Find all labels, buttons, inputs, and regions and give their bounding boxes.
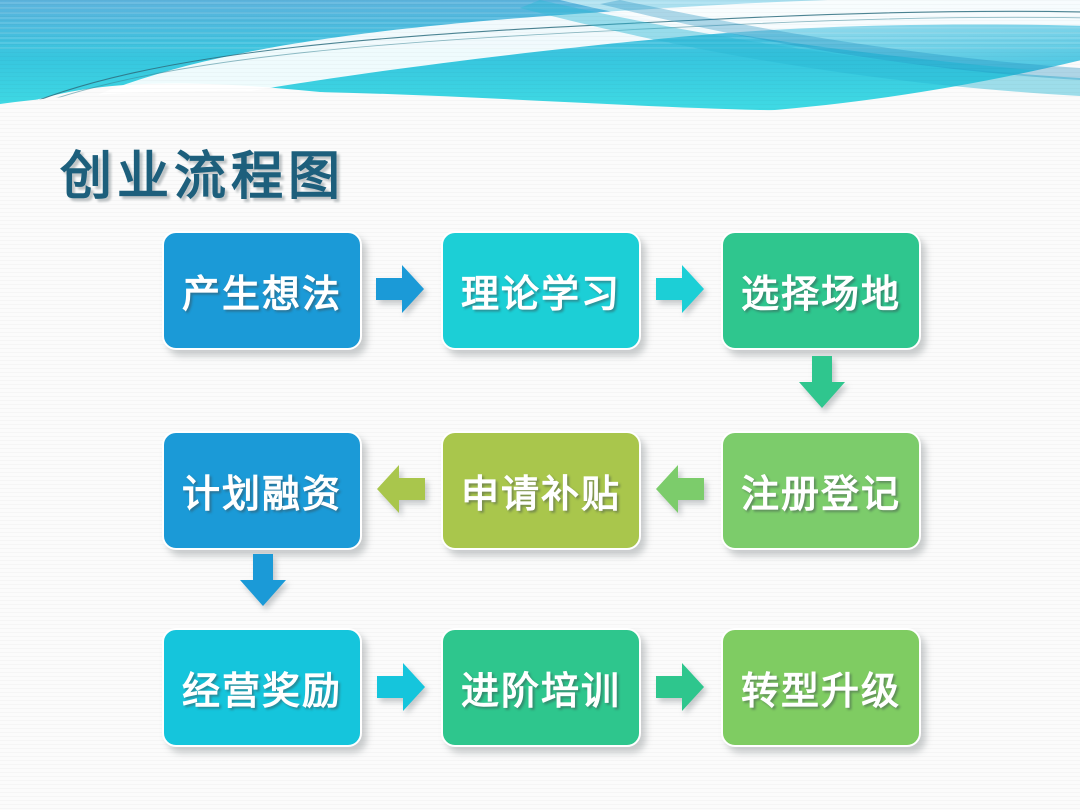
flow-node-register[interactable]: 注册登记 (721, 431, 921, 550)
arrow-right-icon (376, 262, 424, 316)
arrow-down-icon (238, 554, 288, 606)
flow-node-operation-reward[interactable]: 经营奖励 (162, 628, 362, 747)
flow-node-advanced-training[interactable]: 进阶培训 (441, 628, 641, 747)
arrow-down-icon (797, 356, 847, 408)
page-title: 创业流程图 (60, 147, 346, 207)
decorative-wave-banner (0, 0, 1080, 112)
arrow-left-icon (377, 462, 425, 516)
flow-node-apply-subsidy[interactable]: 申请补贴 (441, 431, 641, 550)
flow-node-produce-idea[interactable]: 产生想法 (162, 231, 362, 350)
flow-node-transform-upgrade[interactable]: 转型升级 (721, 628, 921, 747)
arrow-left-icon (656, 462, 704, 516)
arrow-right-icon (656, 660, 704, 714)
flow-node-choose-venue[interactable]: 选择场地 (721, 231, 921, 350)
arrow-right-icon (377, 660, 425, 714)
arrow-right-icon (656, 262, 704, 316)
flow-node-theory-study[interactable]: 理论学习 (441, 231, 641, 350)
flow-node-plan-financing[interactable]: 计划融资 (162, 431, 362, 550)
